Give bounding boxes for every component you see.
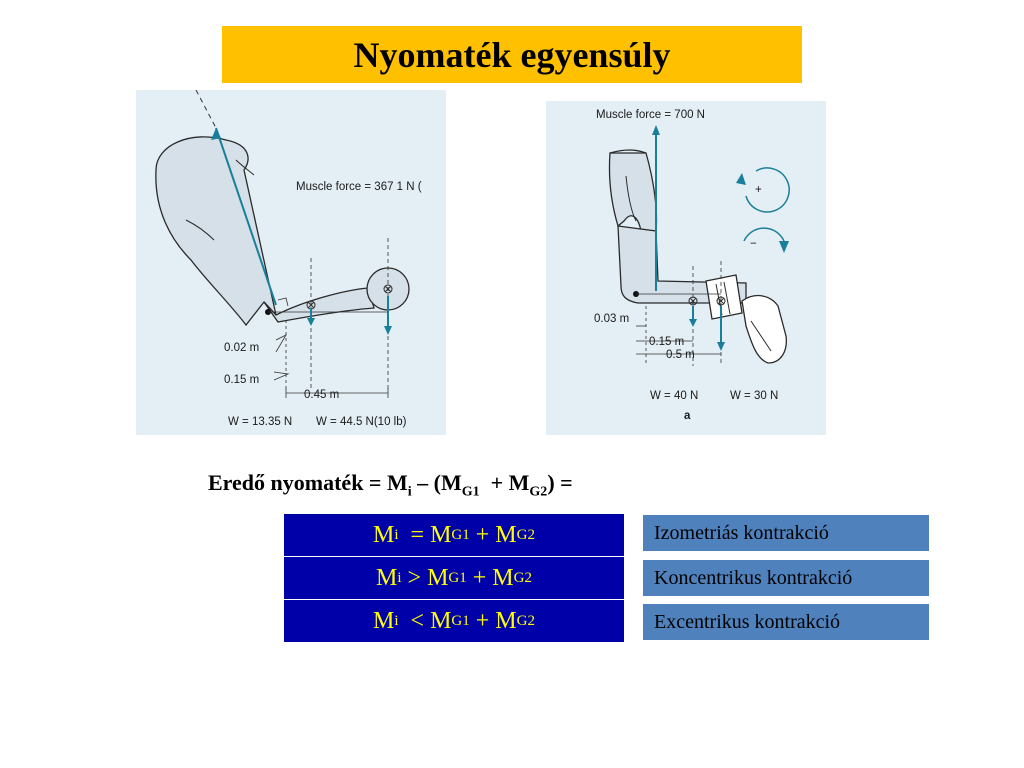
force-extension-line [195,90,217,129]
leg-weight-label: W = 40 N [650,390,698,402]
dim-0-15-label: 0.15 m [649,336,684,348]
dim-0-5-label: 0.5 m [666,349,695,361]
upper-arm-shape [155,136,278,327]
negative-sign: − [750,238,757,250]
knee-diagram: Muscle force = 700 N + − 0.03 m 0.15 m 0… [546,101,826,435]
dim-0-03-label: 0.03 m [594,313,629,325]
isometric-label: Izometriás kontrakció [641,513,931,553]
net-torque-formula: Eredő nyomaték = Mi – (MG1 + MG2) = [208,470,573,500]
load-center-marker [383,284,393,294]
elbow-diagram: Muscle force = 367 1 N ( 0.02 m 0.15 m 0… [136,90,446,435]
load-weight-label: W = 30 N [730,390,778,402]
arm-weight-label: W = 13.35 N [228,416,292,428]
page-title: Nyomaték egyensúly [353,34,671,75]
shirt-fold-2 [185,219,215,241]
positive-sign: + [755,184,762,196]
muscle-force-arrow [215,127,277,306]
elbow-diagram-svg: Muscle force = 367 1 N ( 0.02 m 0.15 m 0… [155,90,422,428]
eccentric-label: Excentrikus kontrakció [641,602,931,642]
shirt-fold [235,159,255,176]
muscle-force-label: Muscle force = 367 1 N ( [296,181,422,193]
ankle-weight-shape [705,274,743,320]
shoe-shape [741,294,787,364]
thigh-shape [608,152,658,232]
dim-0-02-label: 0.02 m [224,342,259,354]
concentric-label: Koncentrikus kontrakció [641,558,931,598]
dim-0-15-label: 0.15 m [224,374,259,386]
positive-rotation-arrow [745,167,790,213]
knee-diagram-svg: Muscle force = 700 N + − 0.03 m 0.15 m 0… [594,109,790,422]
muscle-force-label: Muscle force = 700 N [596,109,705,121]
forearm-shape [263,287,375,323]
figure-caption: a [684,410,691,422]
load-weight-label: W = 44.5 N(10 lb) [316,416,407,428]
negative-rotation-arrow [743,227,785,242]
title-bar: Nyomaték egyensúly [222,26,802,83]
dim-0-45-label: 0.45 m [304,389,339,401]
